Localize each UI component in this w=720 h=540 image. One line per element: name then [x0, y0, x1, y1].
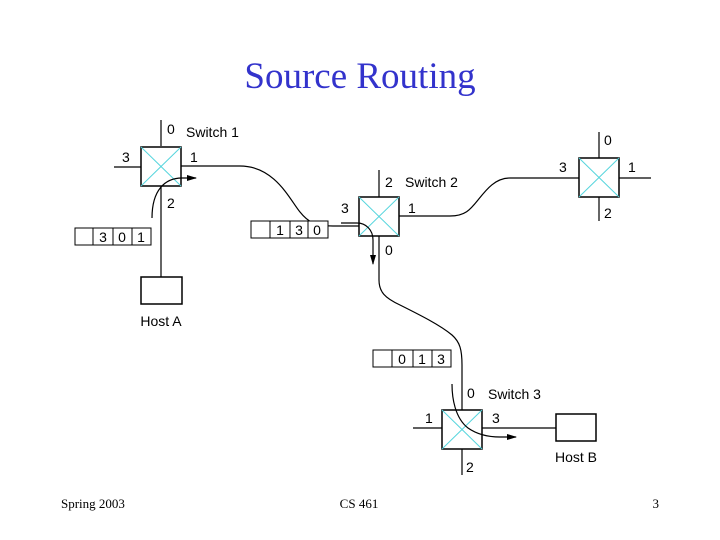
link-switch1-switch2 [181, 165, 359, 227]
switch-2-name: Switch 2 [405, 174, 458, 190]
switch-1-port-3-label: 3 [122, 149, 130, 165]
host-b-box [555, 413, 597, 442]
switch-1-port-2-label: 2 [167, 195, 175, 211]
route-header-2: 1 3 0 [250, 220, 329, 239]
host-a: Host A [140, 276, 183, 329]
route-header-3: 0 1 3 [372, 349, 452, 368]
host-a-label: Host A [140, 313, 182, 329]
switch-2-port-2-label: 2 [385, 174, 393, 190]
footer-center: CS 461 [340, 496, 379, 511]
switch-1: 0 Switch 1 3 1 2 [114, 120, 239, 277]
switch-3: 0 Switch 3 1 3 2 [413, 385, 556, 475]
host-a-box [140, 276, 183, 305]
header-3-cell: 1 [418, 351, 426, 367]
switch-2-port-0-label: 0 [385, 242, 393, 258]
switch-3-port-3-label: 3 [492, 410, 500, 426]
switch-1-port-1-label: 1 [190, 149, 198, 165]
switch-1-name: Switch 1 [186, 124, 239, 140]
link-switch2-switch3 [378, 262, 463, 410]
host-b: Host B [555, 413, 597, 465]
switch-1-port-0-label: 0 [167, 121, 175, 137]
header-1-cell: 0 [118, 229, 126, 245]
host-b-label: Host B [555, 449, 597, 465]
slide-title: Source Routing [244, 56, 475, 97]
switch-2-path-arrow [341, 222, 376, 265]
header-2-cell: 3 [295, 222, 303, 238]
header-1-cell: 1 [137, 229, 145, 245]
switch-3-port-2-label: 2 [466, 459, 474, 475]
footer-page-number: 3 [653, 496, 660, 511]
header-3-cell: 0 [398, 351, 406, 367]
switch-3-port-1-label: 1 [425, 410, 433, 426]
header-3-cell: 3 [437, 351, 445, 367]
switch-2-port-1-label: 1 [408, 200, 416, 216]
switch-2-port-3-label: 3 [341, 200, 349, 216]
header-2-cell: 1 [276, 222, 284, 238]
switch-2: 2 Switch 2 3 1 0 [341, 170, 458, 262]
switch-1-path-arrow [151, 175, 197, 219]
header-1-cell: 3 [99, 229, 107, 245]
route-header-1: 3 0 1 [74, 227, 152, 246]
switch-right-port-2-label: 2 [604, 205, 612, 221]
switch-right: 0 3 1 2 [559, 132, 651, 221]
switch-right-port-0-label: 0 [604, 132, 612, 148]
switch-3-port-0-label: 0 [467, 385, 475, 401]
switch-3-name: Switch 3 [488, 386, 541, 402]
switch-3-path-arrow [451, 383, 517, 440]
footer-left: Spring 2003 [61, 496, 125, 511]
header-2-cell: 0 [313, 222, 321, 238]
link-switch2-switch-right [449, 177, 579, 217]
switch-right-port-1-label: 1 [628, 159, 636, 175]
switch-right-port-3-label: 3 [559, 159, 567, 175]
